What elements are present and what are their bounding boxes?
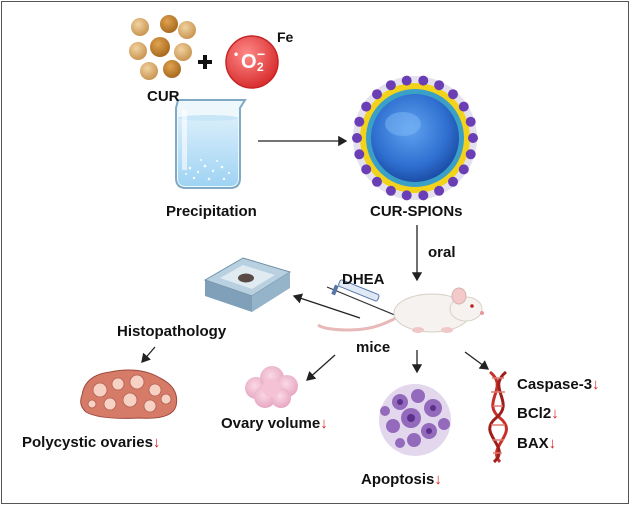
bax-down-arrow: ↓ [548, 435, 557, 452]
ligand-knob [434, 185, 445, 196]
ligand-knob [352, 133, 362, 143]
dna-helix-icon [488, 370, 508, 464]
ovary-volume-down-arrow: ↓ [320, 415, 328, 432]
ligand-knob [401, 190, 412, 201]
apoptosis-label: Apoptosis↓ [361, 472, 442, 487]
histology-scanner-icon [203, 257, 292, 312]
caspase3-down-arrow: ↓ [592, 376, 600, 393]
polycystic-down-arrow: ↓ [152, 434, 161, 451]
cur-spions-nanoparticle-icon [352, 75, 478, 201]
ligand-knob [458, 101, 469, 112]
ligand-knob [418, 190, 429, 201]
ovary-volume-label: Ovary volume↓ [221, 416, 328, 431]
apoptosis-down-arrow: ↓ [434, 471, 442, 488]
oxygen-charge: − [257, 46, 266, 62]
bcl2-label: BCl2↓ [517, 406, 559, 421]
mice-label: mice [356, 339, 391, 356]
ligand-knob [465, 116, 476, 127]
arrow-to-polycystic [141, 346, 156, 363]
ligand-knob [385, 80, 396, 91]
ligand-knob [468, 133, 478, 143]
oxygen-formula: • O − 2 [230, 46, 274, 77]
oxygen-dot: • [234, 47, 239, 61]
ligand-knob [448, 89, 458, 100]
cur-label: CUR [147, 88, 180, 105]
ligand-knob [372, 176, 382, 187]
polycystic-ovaries-text: Polycystic ovaries [22, 434, 153, 451]
oxygen-symbol: O [241, 51, 257, 73]
apoptosis-text: Apoptosis [361, 471, 435, 488]
cur-spions-label: CUR-SPIONs [370, 203, 463, 220]
ligand-knob [361, 164, 372, 175]
arrow-to-histopathology [292, 293, 361, 319]
ligand-knob [401, 75, 412, 86]
ligand-knob [418, 75, 429, 86]
apoptosis-cells-icon [379, 384, 451, 456]
ligand-knob [372, 89, 382, 100]
oxygen-subscript: 2 [257, 60, 264, 74]
polycystic-ovary-icon [80, 369, 178, 419]
ovary-volume-text: Ovary volume [221, 415, 321, 432]
oral-label: oral [428, 244, 456, 261]
ligand-knob [385, 185, 396, 196]
caspase3-label: Caspase-3↓ [517, 377, 600, 392]
plus-icon [198, 55, 212, 69]
ligand-knob [458, 164, 469, 175]
histopathology-label: Histopathology [117, 323, 227, 340]
dhea-label: DHEA [342, 271, 385, 288]
beaker-icon [175, 99, 247, 189]
bcl2-text: BCl2 [517, 405, 552, 422]
syringe-icon [326, 279, 403, 319]
polycystic-ovaries-label: Polycystic ovaries↓ [22, 435, 160, 450]
precipitation-label: Precipitation [166, 203, 257, 220]
ligand-knob [448, 176, 458, 187]
bax-text: BAX [517, 435, 549, 452]
ligand-knob [361, 101, 372, 112]
ovary-icon [245, 366, 298, 408]
caspase3-text: Caspase-3 [517, 376, 593, 393]
bcl2-down-arrow: ↓ [551, 405, 559, 422]
oxygen-radical-icon [225, 35, 279, 89]
ligand-knob [354, 116, 365, 127]
arrow-to-ovary-volume [306, 354, 336, 381]
bax-label: BAX↓ [517, 436, 556, 451]
curcumin-beads-icon [129, 15, 196, 80]
ligand-knob [434, 80, 445, 91]
ligand-knob [354, 149, 365, 160]
arrow-to-genes [464, 351, 490, 370]
ligand-knob [465, 149, 476, 160]
mouse-icon [317, 287, 484, 333]
fe-label: Fe [277, 29, 294, 45]
